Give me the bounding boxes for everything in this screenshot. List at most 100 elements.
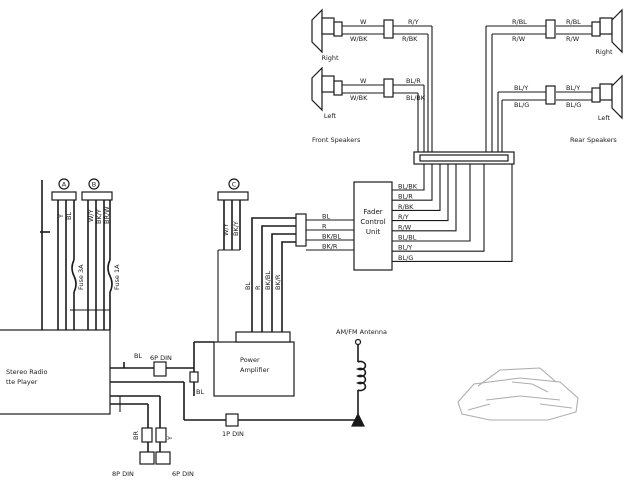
rr-connector (545, 19, 556, 39)
wire-bky: BK/Y (95, 209, 103, 224)
fader-output-label-5: BL/BL (398, 234, 417, 242)
din-6p-bottom-label: 6P DIN (172, 470, 194, 478)
rr-conn-bot: R/W (512, 35, 526, 43)
fader-output-wire-6 (392, 164, 485, 252)
bl-label-2: BL (196, 388, 204, 396)
fader-input-label-1: R (322, 223, 327, 231)
conn-a (51, 191, 77, 201)
y-label: Y (166, 436, 174, 441)
fl-wire-top: W (360, 77, 367, 85)
am-fm-antenna (351, 338, 367, 427)
fr-wire-bot: W/BK (350, 35, 368, 43)
rear-right-label: Right (595, 48, 613, 56)
front-right-speaker: Right (311, 8, 339, 62)
front-left-label: Left (324, 112, 337, 120)
fader-label-2: Control (360, 218, 385, 226)
amp-wire-bky: BK/Y (232, 221, 240, 236)
stereo-radio-cassette (0, 329, 111, 415)
fader-output-label-7: BL/G (398, 254, 413, 262)
fl-conn-bot: BL/BK (406, 94, 426, 102)
radio-label-1: Stereo Radio (6, 368, 48, 376)
fader-output-wire-1 (392, 164, 433, 201)
din-1p-label: 1P DIN (222, 430, 244, 438)
fl-wire-bot: W/BK (350, 94, 368, 102)
fader-output-wire-7 (392, 164, 513, 262)
bl-splice (189, 371, 199, 383)
vehicle-sketch (457, 367, 579, 421)
radio-label-2: tte Player (6, 378, 38, 386)
circle-c (228, 178, 240, 190)
amp-connector (235, 331, 291, 343)
amp-output-wire-3 (281, 241, 296, 332)
amp-output-label-1: R (254, 285, 262, 290)
din-6p-top (153, 361, 167, 377)
fader-output-label-0: BL/BK (398, 183, 418, 191)
amp-label-1: Power (240, 356, 260, 364)
front-left-plug (333, 80, 343, 96)
junction-bar-inner (419, 154, 509, 162)
front-right-label: Right (321, 54, 339, 62)
fader-output-label-1: BL/R (398, 193, 413, 201)
circle-a-label: A (62, 181, 67, 189)
amp-output-label-3: BK/R (274, 274, 282, 290)
amp-output-wire-2 (271, 233, 296, 332)
fader-output-wire-0 (392, 164, 425, 191)
fr-conn-top: R/Y (408, 18, 419, 26)
fader-output-wire-4 (392, 164, 457, 232)
fader-control-unit (353, 181, 393, 271)
antenna-label: AM/FM Antenna (336, 328, 387, 336)
fader-output-label-4: R/W (398, 223, 412, 231)
amp-top-connector (217, 191, 249, 201)
rl-conn-top: BL/Y (514, 84, 528, 92)
y-connector (155, 427, 167, 443)
fuse-3a: Fuse 3A (77, 264, 85, 290)
circle-b (88, 178, 100, 190)
fader-output-label-2: R/BK (398, 203, 414, 211)
rl-wire-bot: BL/G (566, 101, 581, 109)
amp-output-wire-0 (251, 217, 296, 332)
rl-wire-top: BL/Y (566, 84, 580, 92)
rear-left-label: Left (598, 114, 611, 122)
amp-output-label-2: BK/BL (264, 271, 272, 290)
bl-label: BL (134, 352, 142, 360)
amp-label-2: Amplifier (240, 366, 270, 374)
rear-right-plug (591, 21, 601, 37)
fl-conn-top: BL/R (406, 77, 421, 85)
fl-connector (383, 78, 394, 98)
rear-left-plug (591, 87, 601, 103)
conn-b (81, 191, 113, 201)
wire-brw: BR/W (103, 206, 111, 224)
front-right-plug (333, 21, 343, 37)
radio-wires (40, 180, 113, 330)
din-8p (139, 451, 155, 465)
rr-wire-bot: R/W (566, 35, 580, 43)
rr-conn-top: R/BL (512, 18, 527, 26)
rr-wire-top: R/BL (566, 18, 581, 26)
fader-label-3: Unit (366, 228, 381, 236)
fr-conn-bot: R/BK (402, 35, 418, 43)
br-connector (141, 427, 153, 443)
amp-wire-wy: W/Y (222, 223, 230, 236)
rl-connector (545, 85, 556, 105)
front-left-speaker: Left (311, 66, 337, 120)
speaker-bundle (417, 26, 503, 152)
fader-output-label-6: BL/Y (398, 244, 412, 252)
rear-right-speaker: Right (595, 8, 623, 56)
amp-output-label-0: BL (244, 282, 252, 290)
rear-speakers-caption: Rear Speakers (570, 136, 617, 144)
radio-output-wiring (110, 341, 356, 465)
wire-y: Y (57, 214, 65, 219)
amp-fader-connector (295, 213, 307, 247)
fuse-1a: Fuse 1A (113, 264, 121, 290)
circle-c-label: C (232, 181, 237, 189)
fader-output-wire-5 (392, 164, 471, 242)
fader-input-label-2: BK/BL (322, 233, 341, 241)
amp-output-wire-1 (261, 225, 296, 332)
din-1p (225, 413, 239, 427)
fader-output-wire-2 (392, 164, 441, 211)
din-6p-top-label: 6P DIN (150, 354, 172, 362)
